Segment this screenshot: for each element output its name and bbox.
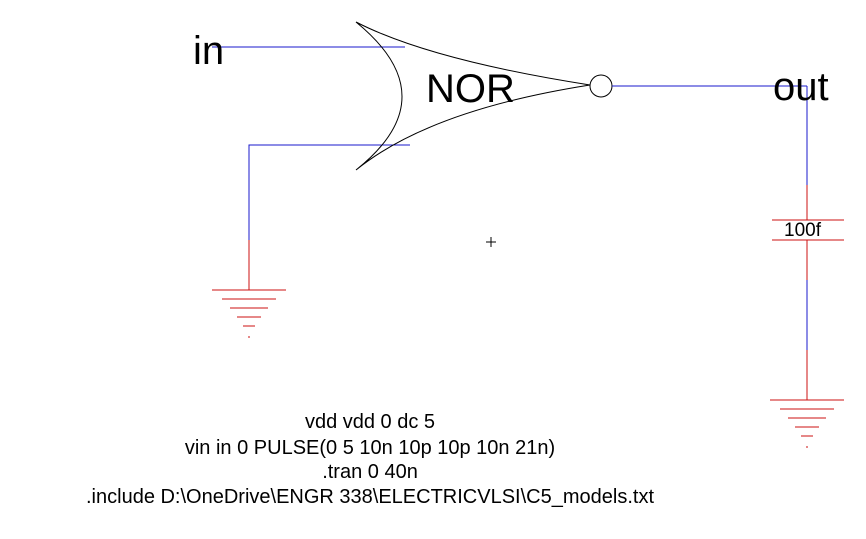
output-label[interactable]: out: [773, 65, 829, 109]
gate-label: NOR: [426, 67, 515, 111]
ground-symbol-left[interactable]: [212, 289, 286, 338]
nor-gate-body[interactable]: [355, 21, 591, 171]
input-label[interactable]: in: [193, 29, 224, 73]
capacitor-label: 100f: [784, 220, 822, 241]
nor-gate-bubble: [589, 74, 613, 98]
input-b-wire[interactable]: [248, 144, 410, 240]
spice-line-tran: .tran 0 40n: [322, 461, 418, 483]
spice-line-include: .include D:\OneDrive\ENGR 338\ELECTRICVL…: [86, 486, 654, 508]
spice-line-vdd: vdd vdd 0 dc 5: [304, 411, 436, 433]
center-crosshair: [486, 237, 496, 247]
spice-line-vin: vin in 0 PULSE(0 5 10n 10p 10p 10n 21n): [184, 437, 556, 459]
ground-symbol-right[interactable]: [770, 399, 844, 448]
